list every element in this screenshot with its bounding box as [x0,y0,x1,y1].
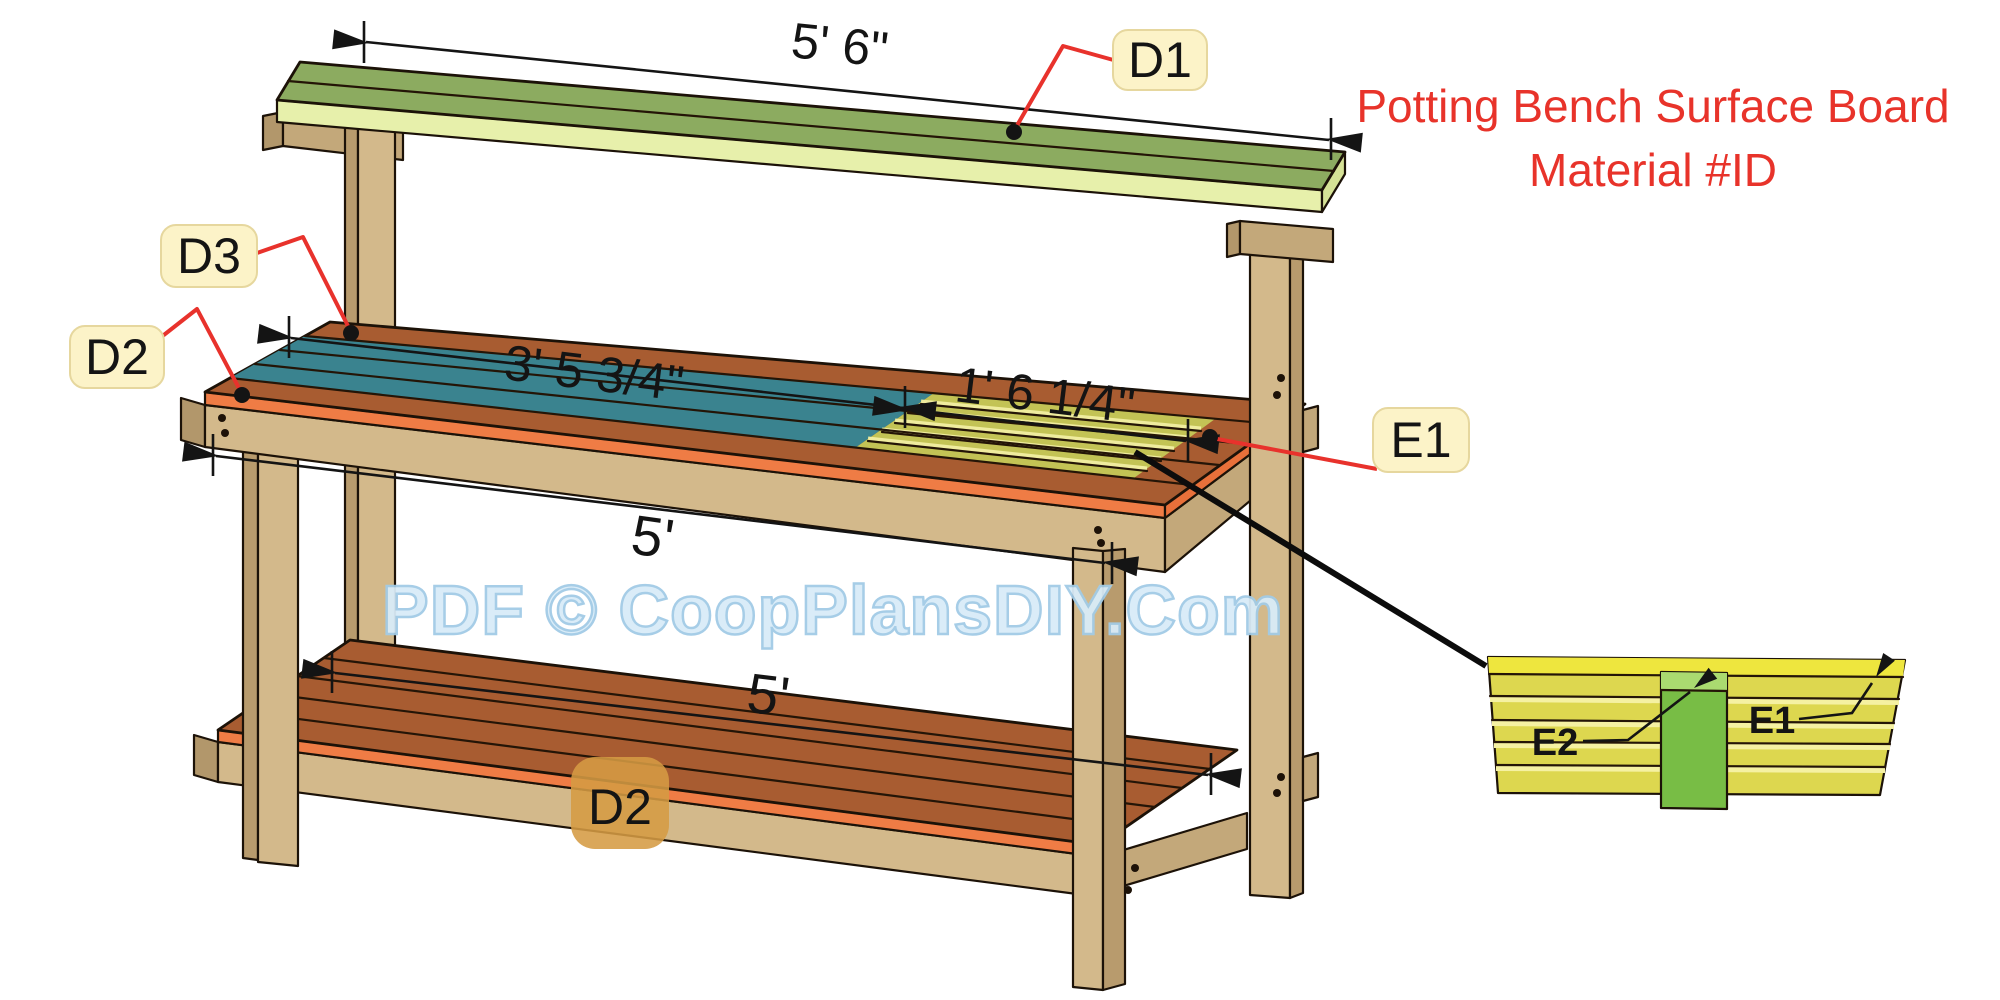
callout-label-d2: D2 [85,329,149,385]
callout-box-d1 [1112,29,1208,91]
top-shelf [275,60,1347,264]
callout-d3: D3 [160,224,359,341]
leg-side-face [1288,229,1305,900]
callout-box-d3 [160,224,258,288]
dim-bottom-shelf-label: 5' [744,661,793,729]
callout-label-d2-bottom: D2 [588,779,652,835]
callout-box-d2 [69,325,165,389]
title-line1: Potting Bench Surface Board [1356,80,1949,132]
screw-dot [1277,773,1285,781]
callout-label-d3: D3 [177,228,241,284]
callouts: D1 D3 D2 E1 D2 [69,29,1470,849]
screw-dot [1277,374,1285,382]
leg-front-face [256,448,300,868]
inset-label-e1-text: E1 [1749,700,1795,742]
screw-dot [221,429,229,437]
inset-green-board [1659,670,1729,811]
title-line2: Material #ID [1529,144,1777,196]
middle-rail-stub [1301,404,1320,454]
screw-dot [1273,789,1281,797]
leg-side-face [241,446,260,862]
inset-label-e2: E2 [1532,667,1718,764]
dimension-bottom-shelf: 5' [301,651,1242,795]
callout-box-d2-bottom [571,757,669,849]
rear-right-leg [1248,228,1320,900]
callout-dot-d2 [234,387,250,403]
leg-side-face [1101,547,1127,992]
callout-d2: D2 [69,307,250,403]
callout-dot-e1 [1202,429,1218,445]
dimension-middle-shelf: 5' [182,434,1139,584]
screw-dot [1097,539,1105,547]
callout-box-e1 [1372,407,1470,473]
callout-dot-d1 [1006,124,1022,140]
screw-dot [1273,391,1281,399]
teal-board-section [230,336,934,448]
leg-front-face [1248,228,1292,900]
inset-label-e1: E1 [1749,653,1895,742]
inset-green-board-top [1661,672,1727,690]
top-shelf-board-seam [286,79,1336,173]
inset-detail: E2 E1 [1133,449,1907,811]
front-left-leg [241,446,300,868]
screw-dot [1094,526,1102,534]
front-right-leg [1071,546,1127,992]
diagram-title: Potting Bench Surface Board Material #ID [1356,80,1949,196]
bench-illustration [179,60,1347,992]
callout-d2-bottom: D2 [571,757,669,849]
inset-top-slat [1488,657,1905,676]
top-right-support-cap [1225,219,1242,259]
bottom-apron-end-cap [192,733,220,784]
screw-dot [1131,864,1139,872]
dim-middle-shelf-label: 5' [628,503,678,571]
callout-e1: E1 [1202,407,1470,473]
callout-label-d1: D1 [1128,32,1192,88]
bottom-shelf-board-seams [242,656,1212,828]
inset-slat-panel [1486,655,1907,811]
dim-top-shelf-label: 5' 6" [789,12,891,78]
top-right-support [1238,219,1335,264]
inset-connector-line [1133,449,1488,669]
callout-d1: D1 [1006,29,1208,140]
callout-dot-d3 [343,325,359,341]
dimension-top-shelf: 5' 6" [332,12,1363,160]
inset-label-e2-text: E2 [1532,722,1578,764]
callout-label-e1: E1 [1390,412,1451,468]
bottom-rail-stub [1301,751,1320,803]
middle-apron-end-cap [179,396,207,449]
screw-dot [218,414,226,422]
watermark-text: PDF © CoopPlansDIY.Com [382,571,1284,649]
